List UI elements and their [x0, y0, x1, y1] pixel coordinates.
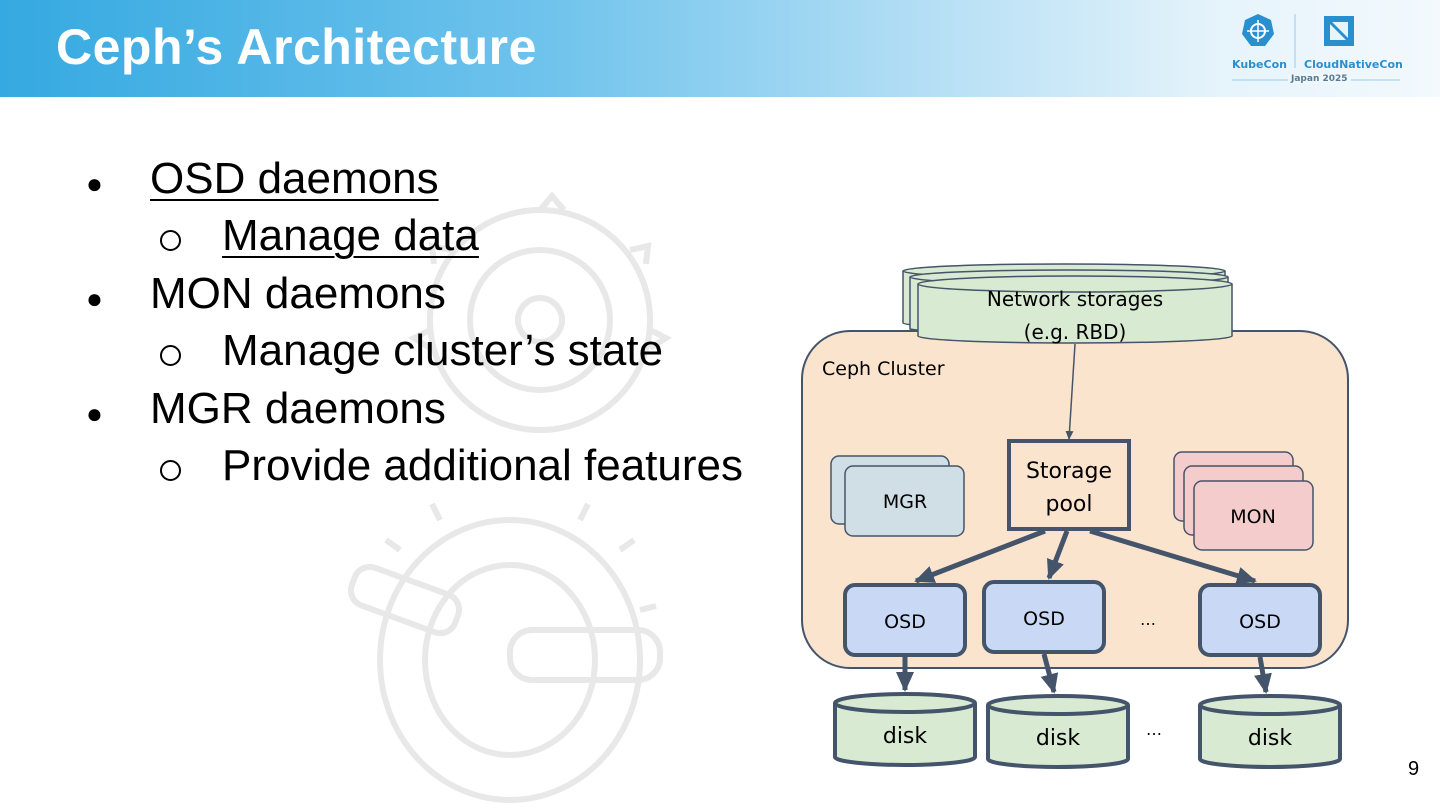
- osd-label-3: OSD: [1239, 611, 1281, 633]
- ceph-architecture-diagram: Ceph Cluster Network storages (e.g. RBD)…: [801, 263, 1349, 769]
- sub-bullet-marker: [160, 460, 181, 481]
- osd-ellipsis: …: [1140, 610, 1156, 629]
- bullet-mgr-daemons: MGR daemons: [150, 384, 446, 433]
- gear-watermark-icon: [347, 191, 673, 803]
- disk-ellipsis: …: [1146, 720, 1162, 739]
- mgr-label: MGR: [883, 491, 927, 513]
- bullet-mon-daemons: MON daemons: [150, 269, 446, 318]
- arrow-network-to-pool: [1065, 343, 1076, 440]
- network-storage-cylinders: [902, 263, 1233, 344]
- bullet-marker: ●: [86, 168, 103, 199]
- bullet-marker: ●: [86, 283, 103, 314]
- cloudnativecon-label: CloudNativeCon: [1304, 58, 1403, 71]
- sub-bullet-additional-features: Provide additional features: [222, 441, 743, 490]
- osd-box-3: [1198, 583, 1322, 657]
- storage-pool-label-line2: pool: [1046, 492, 1093, 517]
- sub-bullet-manage-state: Manage cluster’s state: [222, 326, 664, 375]
- arrow-pool-to-osd-1: [914, 528, 1046, 584]
- header-bar: Ceph’s Architecture KubeCon CloudNativeC…: [0, 0, 1440, 97]
- kubecon-label: KubeCon: [1232, 58, 1287, 71]
- bullet-marker: ●: [86, 398, 103, 429]
- page-number: 9: [1408, 758, 1420, 780]
- disk-label-2: disk: [1036, 726, 1081, 751]
- disk-cylinder-3: [1198, 694, 1342, 769]
- disk-label-3: disk: [1248, 726, 1293, 751]
- mgr-boxes: [830, 455, 965, 537]
- network-storage-label: Network storages: [987, 287, 1163, 311]
- sub-bullet-manage-data[interactable]: Manage data: [222, 211, 479, 260]
- storage-pool-label-line1: Storage: [1026, 459, 1112, 484]
- slide-title: Ceph’s Architecture: [56, 19, 537, 75]
- osd-box-2: [982, 580, 1106, 654]
- sub-bullet-marker: [160, 345, 181, 366]
- sub-bullet-marker: [160, 230, 181, 251]
- osd-label-2: OSD: [1023, 608, 1065, 630]
- storage-pool-box: [1007, 439, 1131, 531]
- event-location-label: Japan 2025: [1288, 74, 1351, 84]
- disk-cylinder-1: [833, 692, 977, 767]
- network-storage-example-label: (e.g. RBD): [1024, 320, 1127, 344]
- osd-box-1: [843, 583, 967, 657]
- conference-logo: KubeCon CloudNativeCon Japan 2025: [1228, 10, 1404, 90]
- kubecon-logo-icon: [1232, 14, 1400, 81]
- disk-cylinder-2: [986, 694, 1130, 769]
- osd-label-1: OSD: [884, 611, 926, 633]
- arrow-pool-to-osd-3: [1089, 528, 1257, 585]
- mon-boxes: [1173, 451, 1314, 551]
- arrow-osd-to-disk-2: [1040, 653, 1059, 694]
- disk-label-1: disk: [883, 724, 928, 749]
- mon-label: MON: [1230, 506, 1276, 528]
- arrow-osd-to-disk-3: [1254, 656, 1272, 694]
- ceph-cluster-label: Ceph Cluster: [822, 358, 945, 380]
- bullet-osd-daemons[interactable]: OSD daemons: [150, 154, 439, 203]
- arrow-pool-to-osd-2: [1046, 530, 1070, 580]
